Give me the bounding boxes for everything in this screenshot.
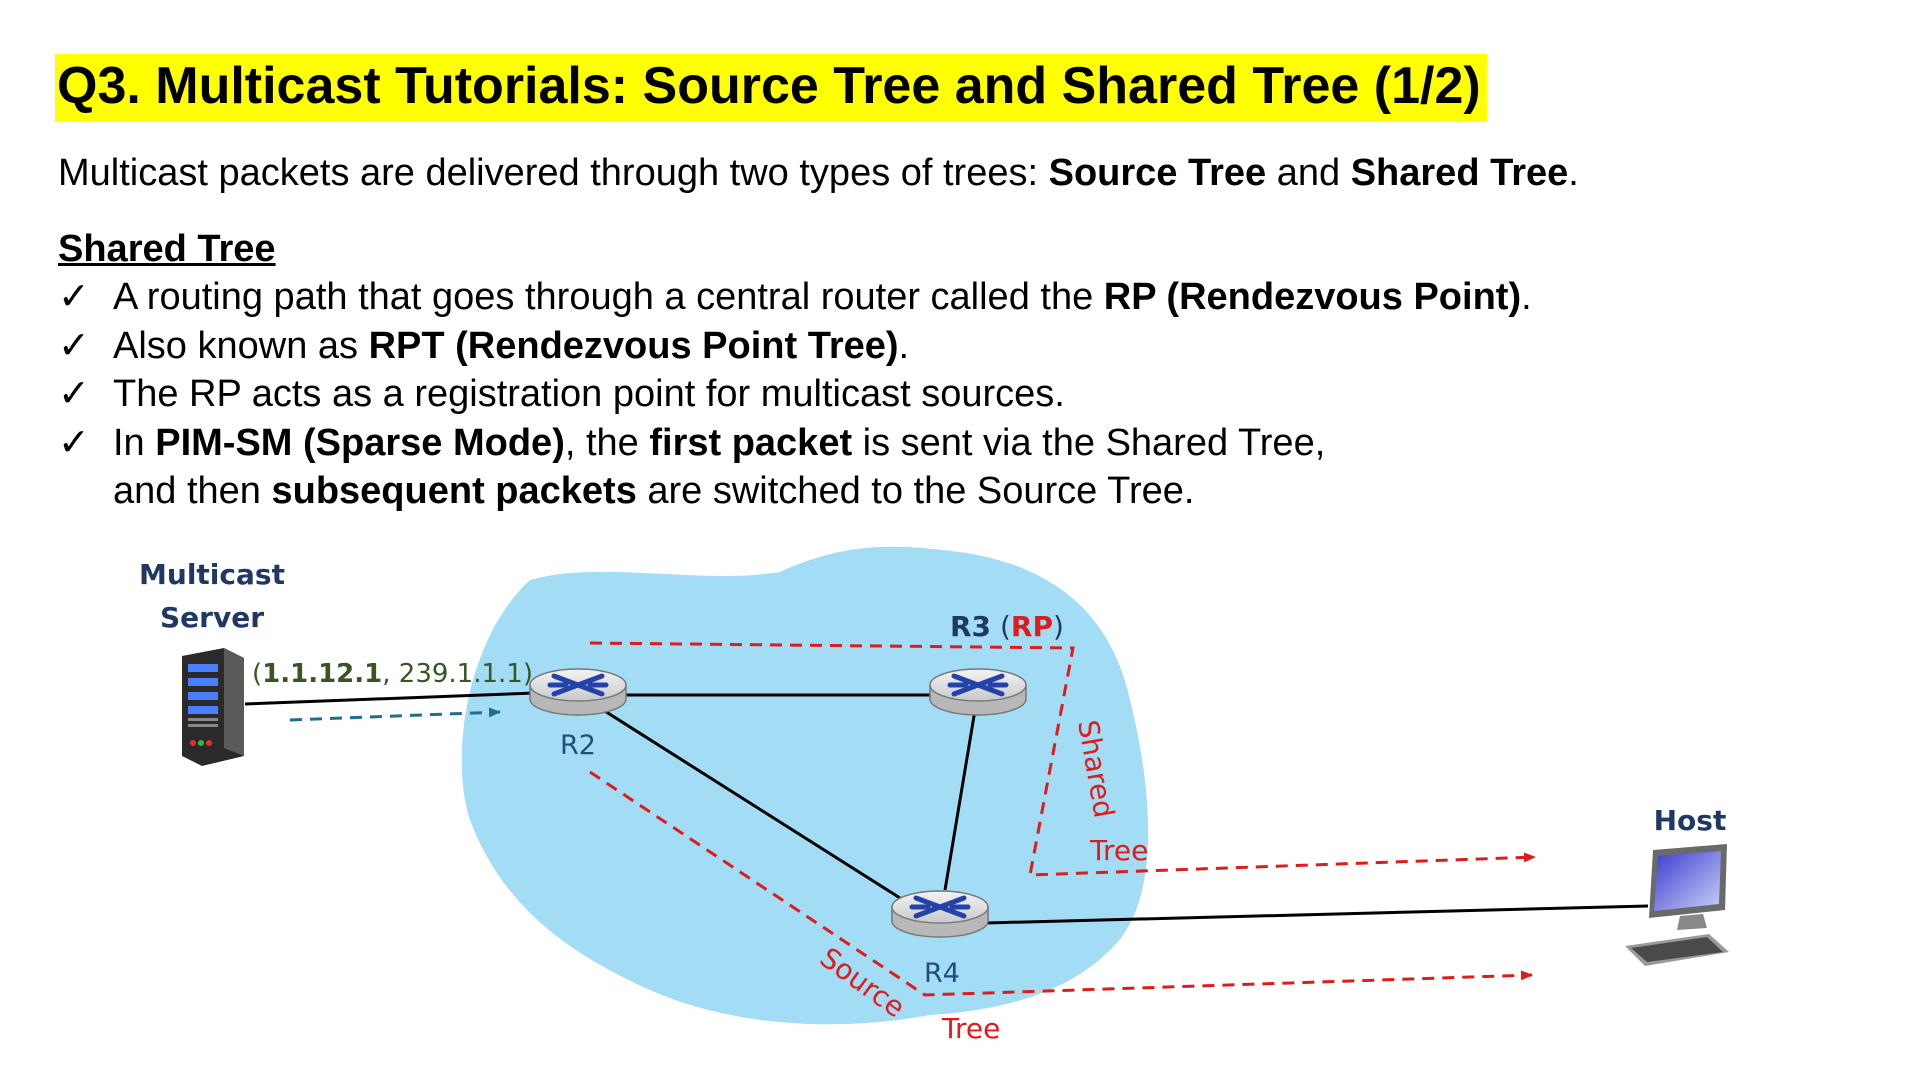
host-label: Host bbox=[1654, 804, 1727, 837]
router-icon bbox=[909, 895, 971, 919]
bullet-item: ✓Also known as RPT (Rendezvous Point Tre… bbox=[58, 322, 1532, 371]
source-tree-path bbox=[589, 770, 1533, 997]
router-label-r4: R4 bbox=[924, 958, 960, 989]
router-r2 bbox=[529, 668, 627, 716]
bullet-item: ✓In PIM-SM (Sparse Mode), the first pack… bbox=[58, 419, 1532, 516]
router-icon bbox=[947, 673, 1009, 697]
check-icon: ✓ bbox=[58, 421, 90, 464]
network-diagram: Multicast Server (1.1.12.1, 239.1.1.1) R… bbox=[139, 546, 1729, 1045]
slide-title: Q3. Multicast Tutorials: Source Tree and… bbox=[55, 54, 1487, 122]
first-packet-arrow bbox=[289, 707, 501, 722]
link-r2-r4 bbox=[599, 706, 901, 900]
link-r4-host bbox=[984, 904, 1649, 925]
router-label-r2: R2 bbox=[560, 730, 596, 761]
source-tree-label: Tree bbox=[941, 1012, 1000, 1045]
bullet-item: ✓The RP acts as a registration point for… bbox=[58, 370, 1532, 419]
link-server-r2 bbox=[244, 691, 536, 706]
bullet-list: ✓A routing path that goes through a cent… bbox=[58, 273, 1532, 516]
router-r3 bbox=[929, 668, 1027, 716]
check-icon: ✓ bbox=[58, 324, 90, 367]
link-r3-r4 bbox=[943, 709, 977, 891]
intro-text: Multicast packets are delivered through … bbox=[58, 152, 1579, 194]
network-links bbox=[244, 691, 1649, 925]
group-address-label: (1.1.12.1, 239.1.1.1) bbox=[252, 659, 533, 689]
section-heading-shared-tree: Shared Tree bbox=[58, 228, 276, 270]
rp-label: RP bbox=[1011, 610, 1053, 643]
host-computer-icon bbox=[1625, 844, 1729, 966]
check-icon: ✓ bbox=[58, 373, 90, 415]
shared-tree-label: Tree bbox=[1089, 834, 1148, 867]
source-address: 1.1.12.1 bbox=[262, 659, 382, 689]
bullet-item: ✓A routing path that goes through a cent… bbox=[58, 273, 1532, 322]
server-label-line1: Multicast bbox=[139, 558, 285, 591]
router-icon bbox=[547, 673, 609, 697]
server-icon bbox=[182, 648, 244, 766]
server-label-line2: Server bbox=[160, 601, 264, 634]
router-r4 bbox=[891, 890, 989, 938]
shared-tree-path bbox=[589, 641, 1536, 877]
check-icon: ✓ bbox=[58, 276, 90, 318]
shared-tree-term: Shared Tree bbox=[1350, 152, 1569, 194]
router-label-r3: R3 (RP) bbox=[950, 610, 1064, 643]
source-tree-term: Source Tree bbox=[1048, 152, 1267, 194]
